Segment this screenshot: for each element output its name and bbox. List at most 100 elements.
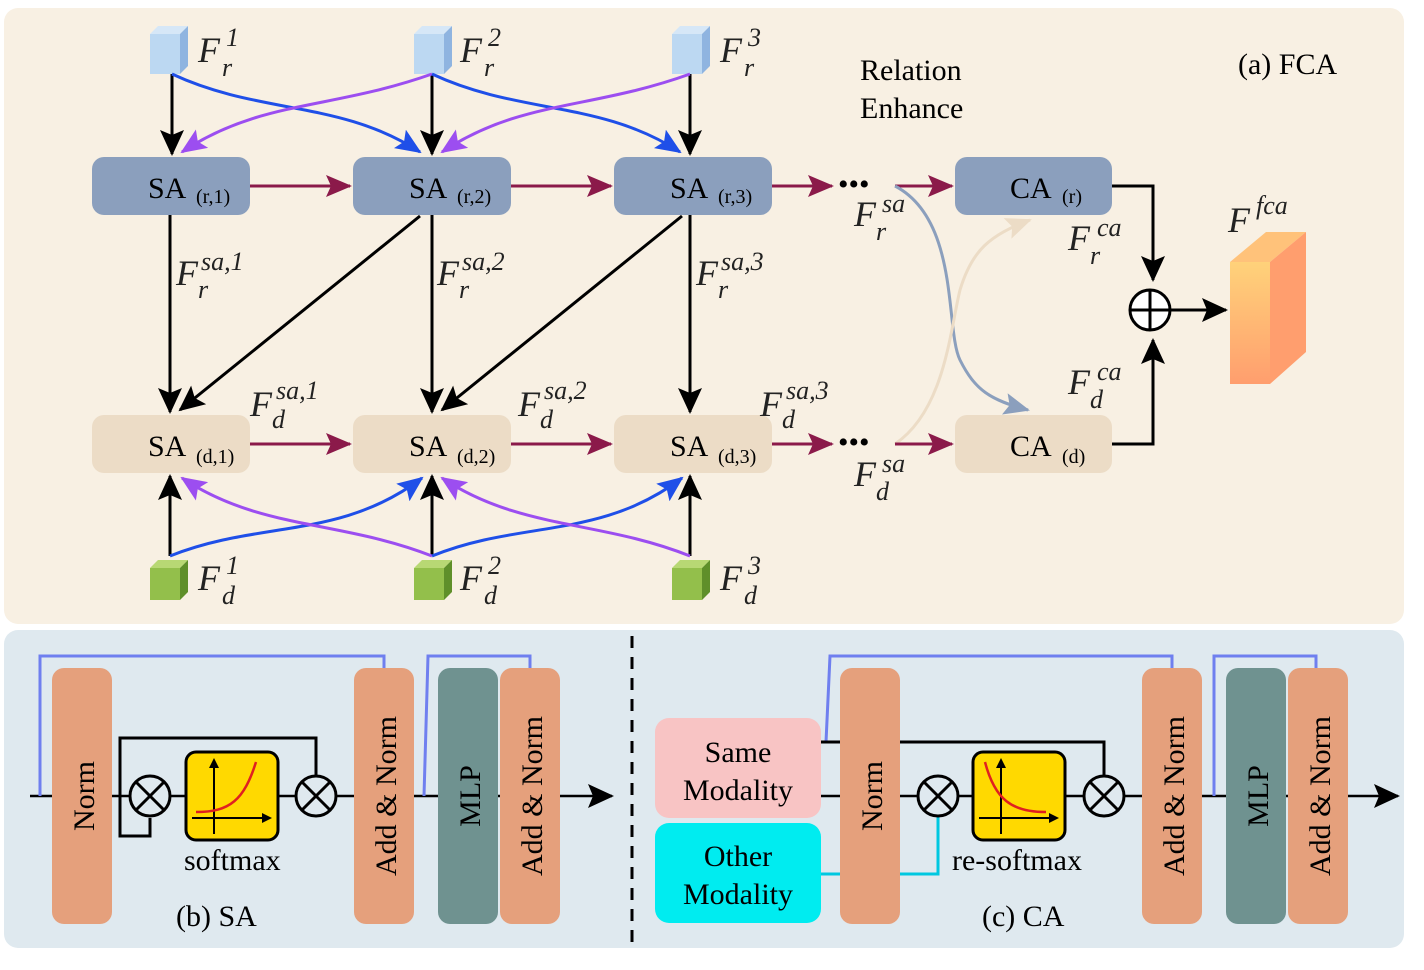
svg-text:ca: ca — [1097, 357, 1122, 386]
svg-text:Norm: Norm — [856, 761, 889, 831]
arrow-sa-r2-to-sa-d1-diag — [178, 214, 421, 412]
svg-text:sa,2: sa,2 — [544, 376, 587, 405]
c-mlp-block: MLP — [1226, 668, 1286, 924]
svg-text:F: F — [1227, 200, 1251, 240]
svg-text:r: r — [876, 217, 887, 246]
svg-text:F: F — [175, 253, 199, 293]
arrow-steel-r-to-ca-d — [894, 184, 1030, 415]
label-f-fca: F fca — [1227, 191, 1288, 240]
svg-text:CA: CA — [1010, 430, 1052, 463]
line-ca-d-out — [1112, 338, 1165, 446]
svg-text:r: r — [198, 275, 209, 304]
svg-text:d: d — [272, 405, 286, 434]
svg-text:F: F — [719, 30, 743, 70]
svg-text:Add & Norm: Add & Norm — [370, 716, 403, 876]
svg-text:MLP: MLP — [454, 765, 487, 827]
svg-text:F: F — [695, 253, 719, 293]
oplus-sum-icon — [1128, 288, 1172, 332]
rgb-cube-3 — [672, 26, 710, 74]
svg-text:(r,3): (r,3) — [718, 186, 752, 208]
svg-text:(r,2): (r,2) — [457, 186, 491, 208]
svg-text:fca: fca — [1256, 191, 1288, 220]
c-otimes-1-icon — [916, 774, 960, 818]
c-re-softmax-label: re-softmax — [952, 844, 1082, 877]
svg-text:SA: SA — [148, 172, 187, 205]
c-add-norm-block-1: Add & Norm — [1142, 668, 1202, 924]
svg-text:Add & Norm: Add & Norm — [1158, 716, 1191, 876]
relation-enhance-line1: Relation — [860, 54, 962, 87]
svg-text:d: d — [540, 405, 554, 434]
svg-text:Add & Norm: Add & Norm — [1304, 716, 1337, 876]
b-mlp-block: MLP — [438, 668, 498, 924]
c-otimes-2-icon — [1082, 774, 1126, 818]
rgb-cube-2 — [414, 26, 452, 74]
label-f-r-sa-3: F sa,3 r — [695, 247, 764, 304]
arrow-blue-rgb2-to-sa-r3 — [431, 72, 682, 154]
svg-text:(d,2): (d,2) — [457, 446, 495, 468]
svg-text:d: d — [782, 405, 796, 434]
label-f-d-3: F 3 d — [719, 551, 761, 610]
rgb-cube-1 — [150, 26, 188, 74]
svg-text:SA: SA — [409, 172, 448, 205]
svg-text:F: F — [436, 253, 460, 293]
label-f-d-ca: F ca d — [1067, 357, 1122, 414]
svg-text:F: F — [759, 384, 783, 424]
svg-text:Modality: Modality — [683, 774, 793, 807]
svg-text:F: F — [459, 30, 483, 70]
sa-d-2-box: SA (d,2) — [353, 415, 511, 473]
arrow-blue-d1-to-sa-d2 — [169, 476, 424, 558]
label-f-d-sa: F sa d — [853, 449, 905, 506]
label-f-r-2: F 2 r — [459, 23, 501, 82]
sa-r-2-box: SA (r,2) — [353, 157, 511, 215]
sa-r-1-box: SA (r,1) — [92, 157, 250, 215]
b-add-norm-block-2: Add & Norm — [500, 668, 560, 924]
label-f-d-sa-2: F sa,2 d — [517, 376, 587, 434]
ca-d-box: CA (d) — [955, 415, 1112, 473]
svg-text:sa,1: sa,1 — [276, 376, 319, 405]
svg-text:F: F — [459, 558, 483, 598]
svg-text:Norm: Norm — [68, 761, 101, 831]
b-add-norm-block-1: Add & Norm — [354, 668, 414, 924]
svg-text:SA: SA — [409, 430, 448, 463]
svg-text:sa,3: sa,3 — [721, 247, 764, 276]
svg-text:F: F — [1067, 218, 1091, 258]
depth-cube-1 — [150, 560, 188, 600]
label-f-r-ca: F ca r — [1067, 213, 1122, 270]
ellipsis-r: ••• — [838, 168, 870, 201]
relation-enhance-line2: Enhance — [860, 92, 963, 125]
b-otimes-1-icon — [128, 774, 172, 818]
c-residual-2 — [1212, 654, 1318, 796]
b-skip-line — [118, 736, 318, 796]
label-f-r-sa-2: F sa,2 r — [436, 247, 505, 304]
svg-text:(r): (r) — [1062, 186, 1082, 208]
svg-text:Same: Same — [705, 736, 772, 769]
svg-text:SA: SA — [670, 430, 709, 463]
svg-text:1: 1 — [226, 23, 239, 52]
svg-text:r: r — [718, 275, 729, 304]
svg-text:sa,1: sa,1 — [201, 247, 244, 276]
label-f-d-2: F 2 d — [459, 551, 501, 610]
fca-output-block — [1230, 232, 1306, 384]
svg-text:3: 3 — [747, 551, 761, 580]
b-skip-line-2 — [118, 796, 152, 838]
depth-cube-2 — [414, 560, 452, 600]
c-add-norm-block-2: Add & Norm — [1288, 668, 1348, 924]
svg-text:MLP: MLP — [1242, 765, 1275, 827]
svg-text:r: r — [744, 53, 755, 82]
label-f-r-sa: F sa r — [853, 189, 905, 246]
panel-a-background — [4, 8, 1404, 624]
svg-text:3: 3 — [747, 23, 761, 52]
svg-text:CA: CA — [1010, 172, 1052, 205]
sa-d-1-box: SA (d,1) — [92, 415, 250, 473]
arrow-purple-rgb2-to-sa-r1 — [180, 72, 433, 154]
svg-text:F: F — [517, 384, 541, 424]
svg-text:ca: ca — [1097, 213, 1122, 242]
svg-text:2: 2 — [488, 551, 501, 580]
svg-text:d: d — [222, 581, 236, 610]
sa-d-3-box: SA (d,3) — [614, 415, 772, 473]
svg-text:r: r — [459, 275, 470, 304]
label-f-d-sa-1: F sa,1 d — [249, 376, 319, 434]
ca-r-box: CA (r) — [955, 157, 1112, 215]
ellipsis-d: ••• — [838, 426, 870, 459]
